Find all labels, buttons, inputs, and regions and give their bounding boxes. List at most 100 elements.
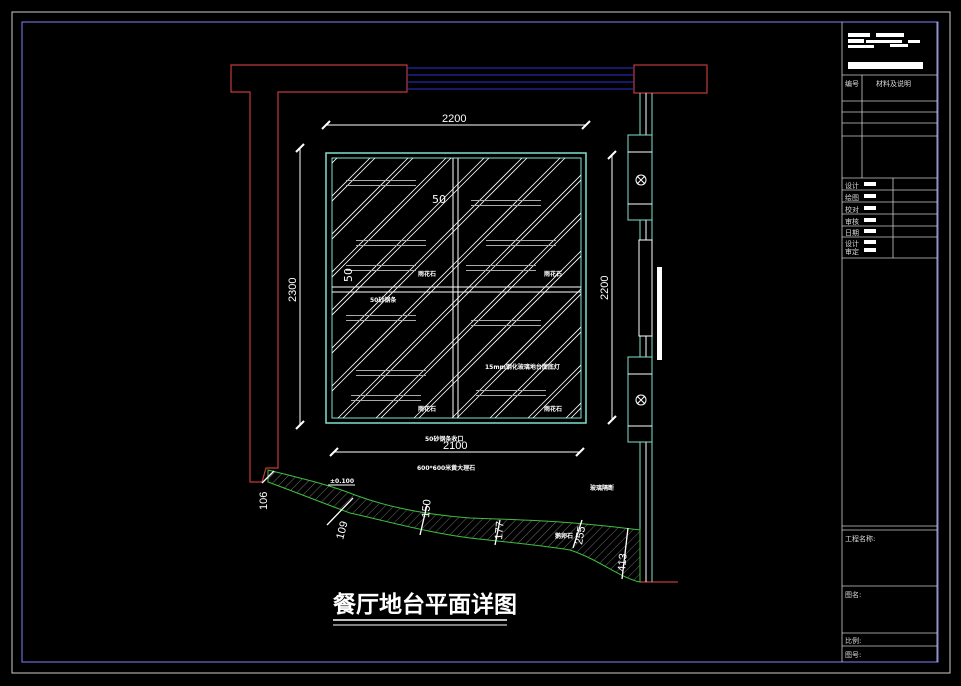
- glass-hatch-line: [332, 158, 452, 278]
- glass-hatch-line: [418, 255, 581, 418]
- band-dim-ticks: [261, 470, 629, 580]
- glass-hatch-line: [332, 158, 409, 235]
- glass-hatch-line: [332, 158, 528, 354]
- glass-hatch-line: [375, 212, 581, 418]
- tb-col-material: 材料及说明: [876, 79, 911, 88]
- tb-col-number: 编号: [845, 79, 859, 88]
- pebble-texture: [466, 270, 536, 271]
- glass-hatch-line: [332, 158, 561, 387]
- right-wall-block: [633, 64, 708, 94]
- pebble-texture: [356, 240, 426, 241]
- dim-band: 413: [616, 553, 630, 572]
- dim-band: 255: [573, 525, 588, 545]
- redacted-name: [864, 218, 876, 222]
- glass-hatch-line: [342, 179, 581, 418]
- dim-right-height: 2200: [599, 276, 611, 300]
- label-pebble: 雨花石: [544, 405, 562, 413]
- dim-top-width: 2200: [442, 113, 466, 125]
- glass-hatch-line: [380, 217, 581, 418]
- glass-hatch-line: [332, 158, 414, 240]
- dim-bottom-width: 2100: [443, 440, 467, 452]
- pebble-texture: [476, 390, 546, 391]
- pebble-texture: [466, 265, 536, 266]
- label-pebble: 雨花石: [544, 270, 562, 278]
- pebble-texture: [346, 185, 416, 186]
- glass-hatch-line: [332, 158, 447, 273]
- drawing-title: 餐厅地台平面详图: [333, 591, 517, 618]
- glass-hatch-line: [337, 174, 581, 418]
- label-elevation: ±0.100: [330, 478, 354, 485]
- pebble-band: [267, 469, 641, 583]
- label-pebble: 雨花石: [418, 405, 436, 413]
- tb-role-label: 审定: [845, 247, 859, 256]
- pebble-texture: [471, 200, 541, 201]
- outer-frame: [11, 11, 951, 674]
- pebble-texture: [356, 370, 426, 371]
- label-marble: 600*600米黄大理石: [417, 464, 475, 472]
- redacted-name: [864, 194, 876, 198]
- glass-hatch-line: [413, 250, 581, 418]
- glass-hatch-line: [494, 331, 581, 418]
- redacted-name: [864, 240, 876, 244]
- door-handle: [657, 267, 662, 360]
- pebble-texture: [471, 205, 541, 206]
- pebble-texture: [351, 400, 421, 401]
- glass-hatch-line: [527, 364, 581, 418]
- glass-hatch-line: [332, 158, 566, 392]
- pebble-texture: [346, 180, 416, 181]
- pebble-texture: [346, 315, 416, 316]
- tb-role-label: 绘图: [845, 193, 859, 202]
- pebble-texture: [346, 270, 416, 271]
- label-right-note: 玻璃隔断: [590, 484, 614, 492]
- inner-frame: [21, 21, 939, 663]
- redacted-name: [864, 229, 876, 233]
- label-pebble: 雨花石: [418, 270, 436, 278]
- pebble-texture: [486, 245, 556, 246]
- tb-drawing-number: 图号:: [845, 651, 861, 659]
- glass-hatch-line: [332, 158, 485, 311]
- pebble-texture: [346, 320, 416, 321]
- dim-gap-side: 50: [342, 268, 355, 282]
- dim-band: 177: [493, 521, 507, 540]
- glass-hatch-line: [332, 158, 490, 316]
- dim-left-height: 2300: [287, 278, 299, 302]
- redacted-name: [864, 206, 876, 210]
- dim-gap: 50: [432, 193, 446, 206]
- pebble-texture: [356, 375, 426, 376]
- pebble-texture: [356, 245, 426, 246]
- tb-role-label: 校对: [845, 205, 859, 214]
- pebble-texture: [486, 240, 556, 241]
- glass-floor-panel: 50砂钢条 15mm钢化玻璃地台面底灯 雨花石 雨花石 雨花石 雨花石 50 5…: [325, 152, 587, 424]
- glass-hatch-line: [332, 158, 371, 197]
- glass-partition: [627, 93, 662, 582]
- glass-hatch-line: [456, 293, 581, 418]
- glass-hatch-line: [489, 326, 581, 418]
- left-wall: [230, 64, 408, 483]
- tb-project-name: 工程名称:: [845, 534, 875, 543]
- hinge-icon: [635, 394, 647, 406]
- dim-band: 150: [420, 499, 434, 518]
- title-block: [841, 22, 938, 662]
- glass-hatch-line: [332, 158, 376, 202]
- tb-role-label: 设计: [845, 239, 859, 248]
- label-steel-strip: 50砂钢条: [370, 296, 397, 304]
- glass-hatch-line: [532, 369, 581, 418]
- tb-role-label: 审核: [845, 217, 859, 226]
- tb-drawing-name: 图名:: [845, 590, 861, 599]
- company-logo-block: [848, 33, 923, 69]
- pebble-texture: [346, 265, 416, 266]
- dimension-lines: [295, 120, 617, 457]
- label-pebble-band: 鹅卵石: [555, 532, 573, 540]
- tb-role-label: 日期: [845, 229, 859, 237]
- pebble-texture: [476, 395, 546, 396]
- dim-band: 109: [334, 520, 350, 541]
- pebble-texture: [471, 320, 541, 321]
- hinge-icon: [635, 174, 647, 186]
- tb-role-label: 设计: [845, 181, 859, 190]
- glass-hatch-line: [451, 288, 581, 418]
- glass-hatch-line: [332, 158, 523, 349]
- pebble-texture: [351, 395, 421, 396]
- label-strip-edge: 50砂钢条收口: [425, 435, 463, 443]
- dim-band: 106: [258, 492, 270, 510]
